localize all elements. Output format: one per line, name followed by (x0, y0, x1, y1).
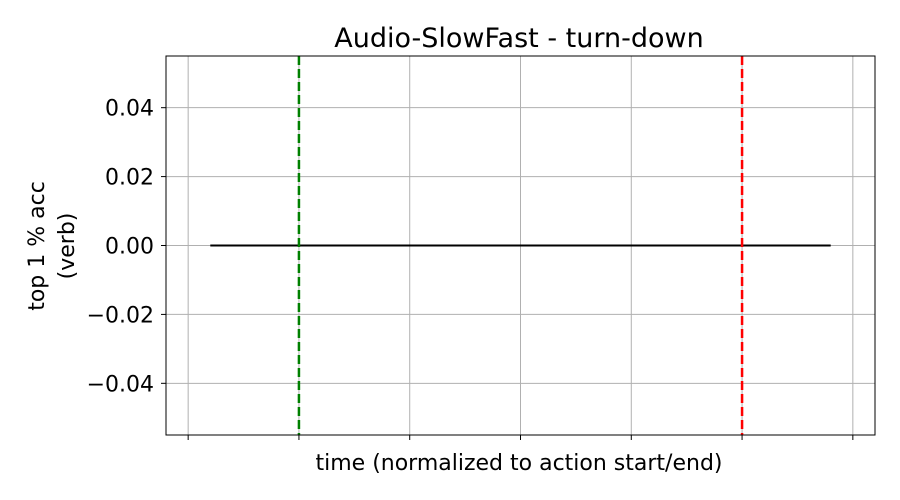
y-axis-label-line-1: top 1 % acc (25, 181, 50, 311)
plot-marks (210, 56, 831, 435)
y-tick-label: 0.04 (105, 97, 154, 122)
y-tick-label: 0.02 (105, 166, 154, 191)
axis-ticks: −0.04 −0.02 0.00 0.02 0.04 (87, 97, 854, 440)
y-axis-label-line-2: (verb) (55, 213, 80, 280)
y-tick-label: 0.00 (105, 235, 154, 260)
chart-title: Audio-SlowFast - turn-down (334, 23, 703, 54)
x-axis-label: time (normalized to action start/end) (316, 451, 723, 476)
y-axis-label: top 1 % acc (verb) (25, 181, 80, 311)
y-tick-label: −0.04 (87, 372, 154, 397)
y-tick-label: −0.02 (87, 303, 154, 328)
